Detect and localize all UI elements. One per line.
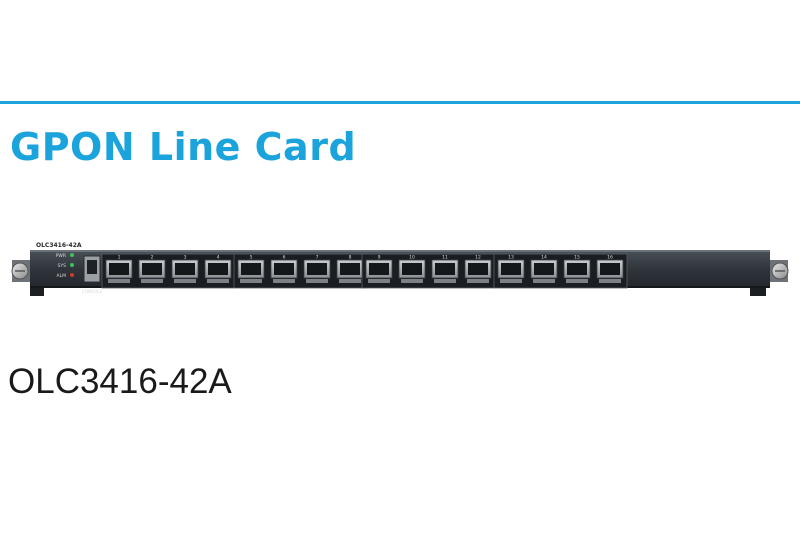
led-pwr-icon <box>70 253 74 257</box>
port-number-label: 12 <box>475 255 481 261</box>
led-sys-icon <box>70 263 74 267</box>
sfp-port-15[interactable] <box>563 259 591 283</box>
port-number-label: 7 <box>316 255 319 261</box>
sfp-port-4[interactable] <box>204 259 232 283</box>
accent-rule <box>0 101 800 104</box>
status-leds: PWR SYS ALM <box>56 253 74 279</box>
port-number-label: 1 <box>118 255 121 261</box>
port-number-label: 5 <box>250 255 253 261</box>
led-label-sys: SYS <box>58 263 67 269</box>
port-number-label: 6 <box>283 255 286 261</box>
sfp-port-12[interactable] <box>464 259 492 283</box>
sfp-port-7[interactable] <box>303 259 331 283</box>
port-number-label: 15 <box>574 255 580 261</box>
page-heading: GPON Line Card <box>10 125 357 169</box>
port-number-label: 13 <box>508 255 514 261</box>
led-label-pwr: PWR <box>56 253 66 259</box>
sfp-port-5[interactable] <box>237 259 265 283</box>
port-number-label: 14 <box>541 255 547 261</box>
port-number-label: 2 <box>151 255 154 261</box>
led-label-alm: ALM <box>57 273 67 279</box>
port-number-label: 10 <box>409 255 415 261</box>
sfp-port-16[interactable] <box>596 259 624 283</box>
port-number-label: 4 <box>217 255 220 261</box>
port-number-label: 8 <box>349 255 352 261</box>
sfp-port-13[interactable] <box>497 259 525 283</box>
port-number-label: 9 <box>378 255 381 261</box>
model-number: OLC3416-42A <box>8 362 232 401</box>
port-number-label: 11 <box>442 255 448 261</box>
sfp-port-9[interactable] <box>365 259 393 283</box>
sfp-port-10[interactable] <box>398 259 426 283</box>
sfp-port-6[interactable] <box>270 259 298 283</box>
sfp-port-8[interactable] <box>336 259 364 283</box>
card-label: OLC3416-42A <box>36 242 82 249</box>
sfp-port-3[interactable] <box>171 259 199 283</box>
port-number-label: 16 <box>607 255 613 261</box>
console-label: CONSOLE <box>82 289 103 294</box>
led-alm-icon <box>70 273 74 277</box>
port-number-label: 3 <box>184 255 187 261</box>
sfp-port-2[interactable] <box>138 259 166 283</box>
sfp-port-11[interactable] <box>431 259 459 283</box>
sfp-port-1[interactable] <box>105 259 133 283</box>
sfp-port-14[interactable] <box>530 259 558 283</box>
console-port[interactable]: CONSOLE <box>82 255 103 294</box>
